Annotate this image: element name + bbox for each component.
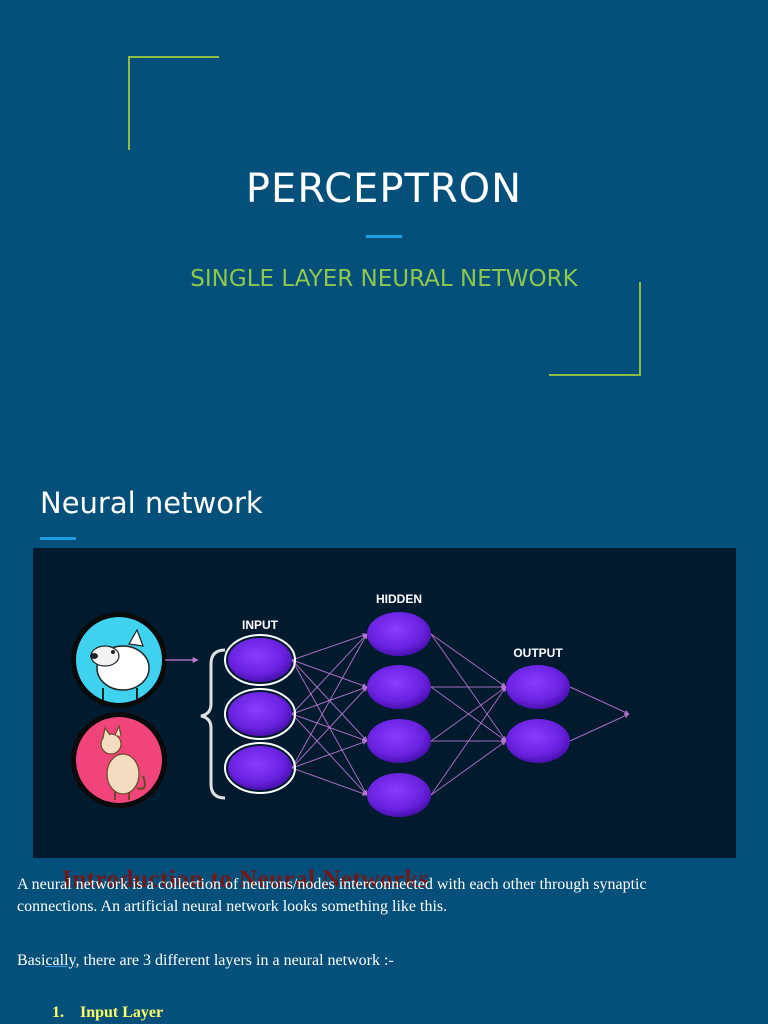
input-neuron	[228, 746, 292, 790]
hidden-neuron	[367, 773, 431, 817]
input-neuron-ring	[224, 634, 296, 686]
synapse-output-result	[569, 686, 630, 715]
list-item-input-layer: 1. Input Layer	[52, 1004, 163, 1022]
hidden-neuron	[367, 665, 431, 709]
output-layer-label: OUTPUT	[513, 646, 563, 660]
synapse-input-hidden	[291, 633, 368, 661]
synapse-edges	[291, 633, 630, 796]
layers-paragraph: Basically, there are 3 different layers …	[17, 950, 717, 972]
dog-icon	[71, 612, 167, 708]
neural-network-diagram: INPUT HIDDEN OUTPUT	[33, 548, 736, 858]
synapse-hidden-output	[430, 686, 507, 742]
layers-paragraph-end: , there are 3 different layers in a neur…	[75, 952, 394, 969]
corner-bracket-top-left	[128, 56, 219, 58]
input-neuron	[228, 638, 292, 682]
input-neuron	[228, 692, 292, 736]
synapse-output-result	[569, 713, 630, 742]
hidden-neuron	[367, 612, 431, 656]
corner-bracket-top-left-vertical	[128, 56, 130, 150]
intro-paragraph: A neural network is a collection of neur…	[17, 876, 647, 915]
synapse-input-hidden	[291, 767, 368, 796]
synapse-hidden-output	[430, 740, 507, 796]
slide-title: PERCEPTRON	[245, 166, 523, 212]
neural-network-slide: Neural network	[0, 430, 768, 1024]
layers-paragraph-start: Basi	[17, 952, 46, 969]
input-neuron-ring	[224, 742, 296, 794]
neurons	[224, 612, 570, 817]
cat-icon	[71, 712, 167, 808]
title-accent-bar	[366, 235, 402, 238]
corner-bracket-bottom-right	[549, 374, 641, 376]
input-brace	[200, 648, 226, 800]
input-layer-label: INPUT	[242, 618, 279, 632]
corner-bracket-bottom-right-vertical	[639, 282, 641, 376]
title-slide: PERCEPTRON SINGLE LAYER NEURAL NETWORK	[0, 0, 768, 430]
output-neuron	[506, 665, 570, 709]
synapse-input-hidden	[291, 686, 368, 769]
spellcheck-underlined-word: cally	[45, 952, 76, 969]
synapse-hidden-output	[430, 686, 507, 796]
synapse-hidden-output	[430, 633, 507, 688]
output-neuron	[506, 719, 570, 763]
hidden-neuron	[367, 719, 431, 763]
synapse-input-hidden	[291, 633, 368, 769]
synapse-input-hidden	[291, 740, 368, 769]
hidden-layer-label: HIDDEN	[376, 592, 422, 606]
slide-subtitle: SINGLE LAYER NEURAL NETWORK	[190, 266, 578, 292]
section-heading: Neural network	[40, 486, 263, 520]
synapse-input-hidden	[291, 633, 368, 715]
heading-accent-bar	[40, 537, 76, 540]
list-item-number: 1.	[52, 1004, 64, 1021]
input-neuron-ring	[224, 688, 296, 740]
ghost-heading-overlap: Introduction to Neural Networks	[62, 866, 430, 893]
network-svg: INPUT HIDDEN OUTPUT	[71, 592, 630, 817]
list-item-label: Input Layer	[80, 1004, 164, 1021]
